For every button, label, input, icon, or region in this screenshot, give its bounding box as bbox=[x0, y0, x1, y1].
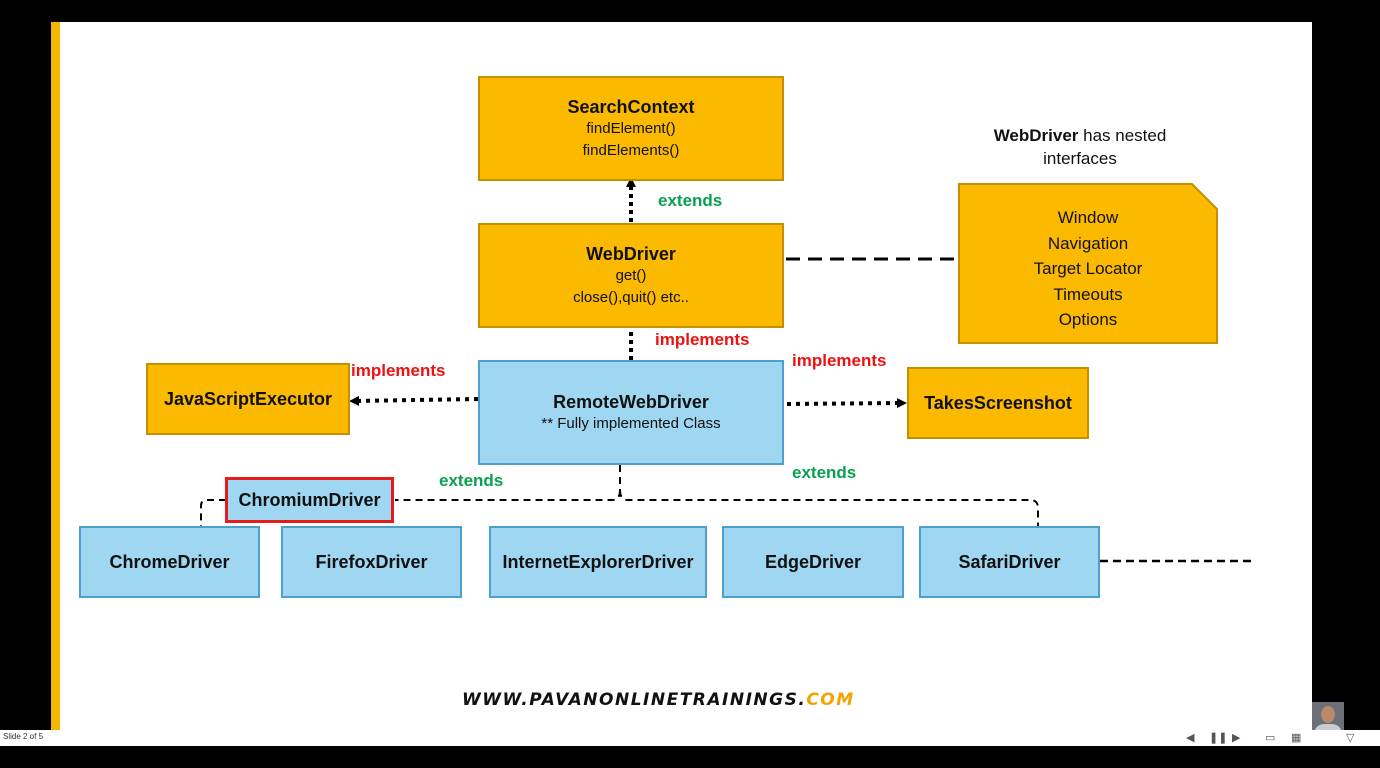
next-slide-icon[interactable]: ▶ bbox=[1232, 732, 1241, 744]
edge-driver-box: EdgeDriver bbox=[722, 526, 904, 598]
javascript-executor-box: JavaScriptExecutor bbox=[146, 363, 350, 435]
reading-view-icon[interactable]: ▽ bbox=[1346, 732, 1355, 744]
remote-webdriver-box: RemoteWebDriver ** Fully implemented Cla… bbox=[478, 360, 784, 465]
chromium-driver-title: ChromiumDriver bbox=[238, 490, 381, 510]
implements-label-left: implements bbox=[351, 361, 446, 380]
nested-interfaces-note: WebDriver has nested interfaces bbox=[960, 124, 1200, 170]
slide-counter: Slide 2 of 5 bbox=[3, 732, 44, 741]
extends-label-left: extends bbox=[439, 471, 504, 490]
javascript-executor-title: JavaScriptExecutor bbox=[163, 389, 333, 409]
safari-driver-title: SafariDriver bbox=[958, 552, 1061, 572]
search-context-method: findElements() bbox=[582, 141, 680, 159]
status-bar: Slide 2 of 5 bbox=[0, 730, 1380, 746]
nested-interface-item: Navigation bbox=[1047, 233, 1129, 253]
chrome-driver-title: ChromeDriver bbox=[109, 552, 230, 572]
nested-interface-item: Options bbox=[1058, 310, 1118, 329]
nested-note-line2: interfaces bbox=[1043, 149, 1117, 168]
webdriver-title: WebDriver bbox=[586, 243, 676, 264]
search-context-method: findElement() bbox=[586, 119, 676, 137]
website-main: WWW.PAVANONLINETRAININGS. bbox=[462, 690, 807, 710]
takes-screenshot-box: TakesScreenshot bbox=[907, 367, 1089, 439]
nested-interface-item: Timeouts bbox=[1053, 284, 1123, 304]
prev-slide-icon[interactable]: ◀ bbox=[1186, 732, 1195, 744]
website-watermark: WWW.PAVANONLINETRAININGS.COM bbox=[462, 690, 855, 710]
firefox-driver-title: FirefoxDriver bbox=[315, 552, 428, 572]
slide-accent-bar bbox=[51, 22, 60, 730]
extends-label-right: extends bbox=[792, 463, 857, 482]
slide-sorter-icon[interactable]: ▦ bbox=[1291, 732, 1302, 744]
chromium-driver-box: ChromiumDriver bbox=[225, 477, 394, 523]
webdriver-method: close(),quit() etc.. bbox=[573, 288, 689, 306]
search-context-box: SearchContext findElement() findElements… bbox=[478, 76, 784, 181]
implements-arrow-right bbox=[786, 398, 907, 409]
nested-interfaces-shape bbox=[958, 183, 1218, 344]
extends-tree-line bbox=[200, 465, 1039, 526]
pause-icon[interactable]: ❚❚ bbox=[1209, 732, 1228, 744]
implements-label-right: implements bbox=[792, 351, 887, 370]
ie-driver-box: InternetExplorerDriver bbox=[489, 526, 707, 598]
takes-screenshot-title: TakesScreenshot bbox=[924, 393, 1072, 413]
nested-interface-item: Target Locator bbox=[1033, 259, 1143, 278]
implements-label-center: implements bbox=[655, 330, 750, 349]
normal-view-icon[interactable]: ▭ bbox=[1265, 732, 1276, 744]
extends-label-top: extends bbox=[658, 191, 723, 210]
nested-interface-item: Window bbox=[1057, 208, 1119, 227]
webdriver-method: get() bbox=[615, 266, 647, 284]
nested-interfaces-list: Window Navigation Target Locator Timeout… bbox=[958, 205, 1218, 333]
website-tld: COM bbox=[806, 690, 855, 710]
webdriver-box: WebDriver get() close(),quit() etc.. bbox=[478, 223, 784, 328]
safari-driver-box: SafariDriver bbox=[919, 526, 1100, 598]
ie-driver-title: InternetExplorerDriver bbox=[502, 552, 694, 572]
firefox-driver-box: FirefoxDriver bbox=[281, 526, 462, 598]
edge-driver-title: EdgeDriver bbox=[764, 552, 862, 572]
implements-arrow-left bbox=[349, 395, 479, 406]
nested-note-rest: has nested bbox=[1078, 126, 1167, 145]
remote-webdriver-subtitle: ** Fully implemented Class bbox=[541, 414, 721, 432]
search-context-title: SearchContext bbox=[567, 96, 695, 117]
remote-webdriver-title: RemoteWebDriver bbox=[553, 391, 709, 412]
chrome-driver-box: ChromeDriver bbox=[79, 526, 260, 598]
nested-note-bold: WebDriver bbox=[993, 126, 1079, 145]
